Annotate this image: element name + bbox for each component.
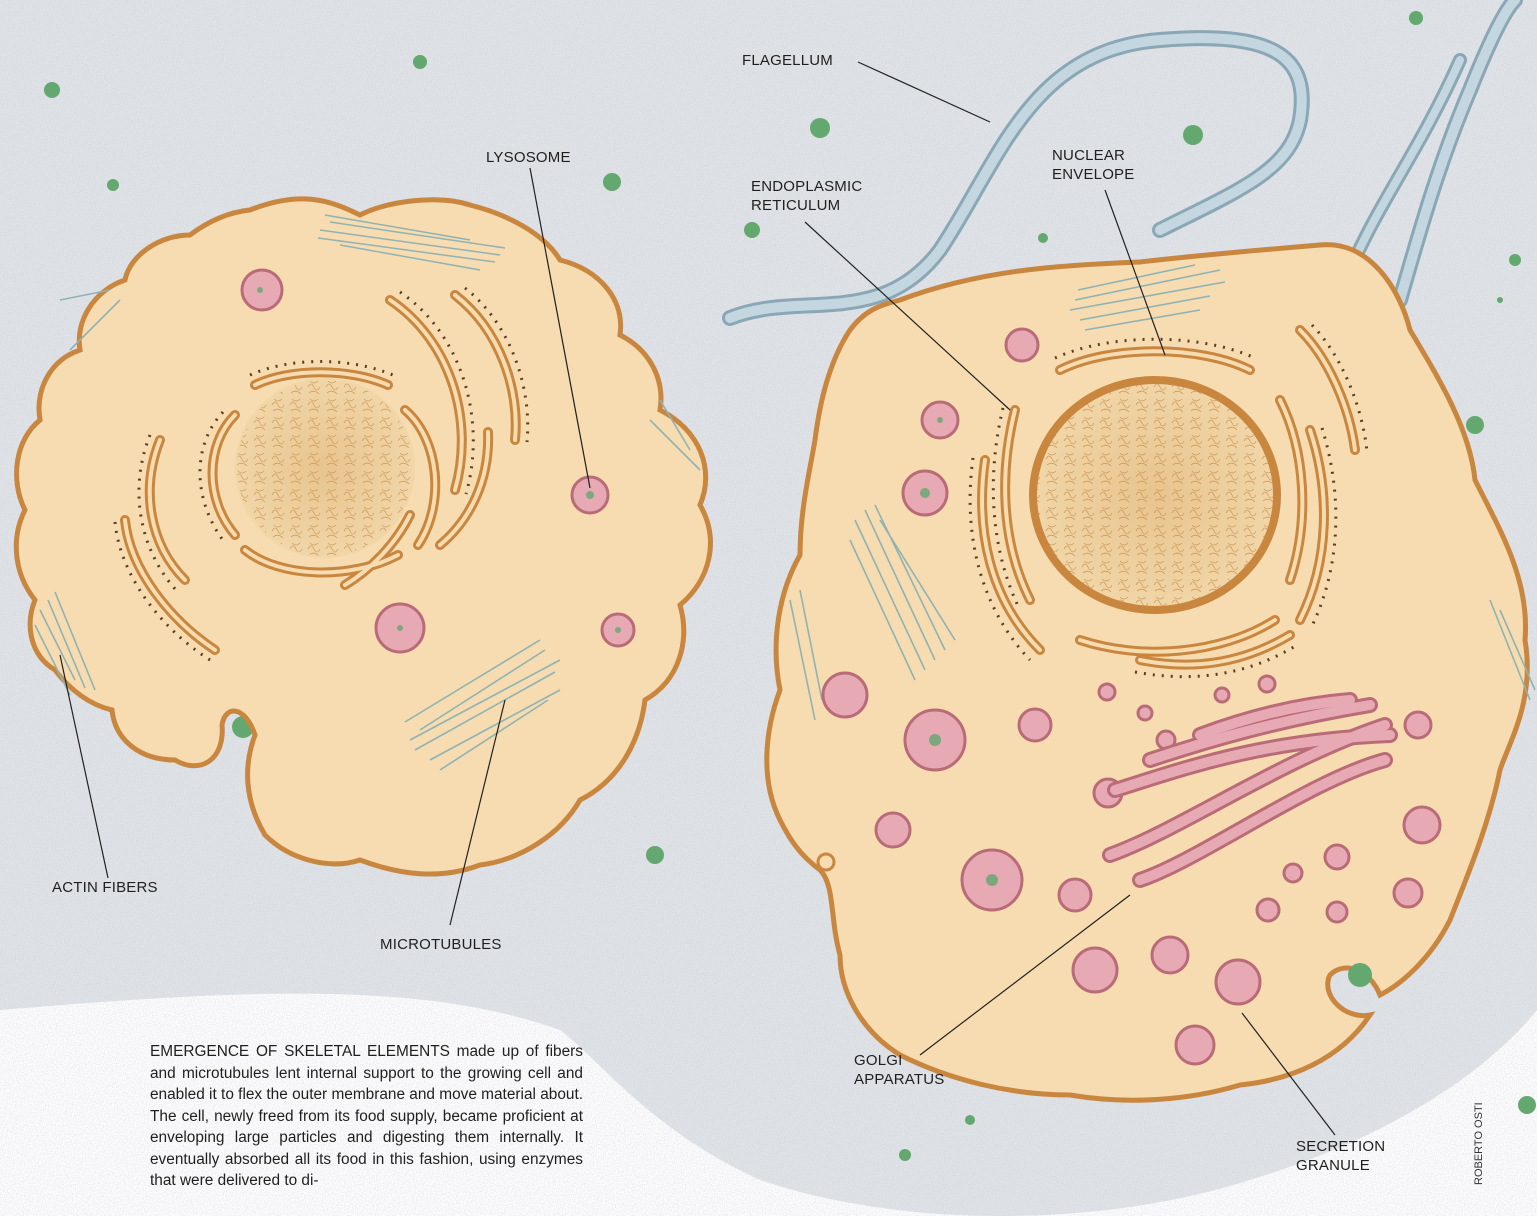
label-microtubules: MICROTUBULES — [380, 935, 502, 954]
left-nucleus — [235, 378, 415, 558]
label-golgi-apparatus: GOLGI APPARATUS — [854, 1051, 944, 1089]
caption-lead: EMERGENCE OF SKELETAL ELEMENTS — [150, 1043, 450, 1060]
label-lysosome: LYSOSOME — [486, 148, 571, 167]
figure-caption: EMERGENCE OF SKELETAL ELEMENTS made up o… — [150, 1041, 583, 1192]
label-flagellum: FLAGELLUM — [742, 51, 833, 70]
illustrator-credit: ROBERTO OSTI — [1473, 1102, 1485, 1185]
caption-text: made up of fibers and microtubules lent … — [150, 1043, 583, 1189]
label-actin-fibers: ACTIN FIBERS — [52, 878, 158, 897]
label-nuclear-envelope: NUCLEAR ENVELOPE — [1052, 146, 1134, 184]
label-endoplasmic-reticulum: ENDOPLASMIC RETICULUM — [751, 177, 862, 215]
right-cell-membrane — [767, 245, 1528, 1101]
right-nucleus — [1033, 380, 1277, 610]
label-secretion-granule: SECRETION GRANULE — [1296, 1137, 1385, 1175]
